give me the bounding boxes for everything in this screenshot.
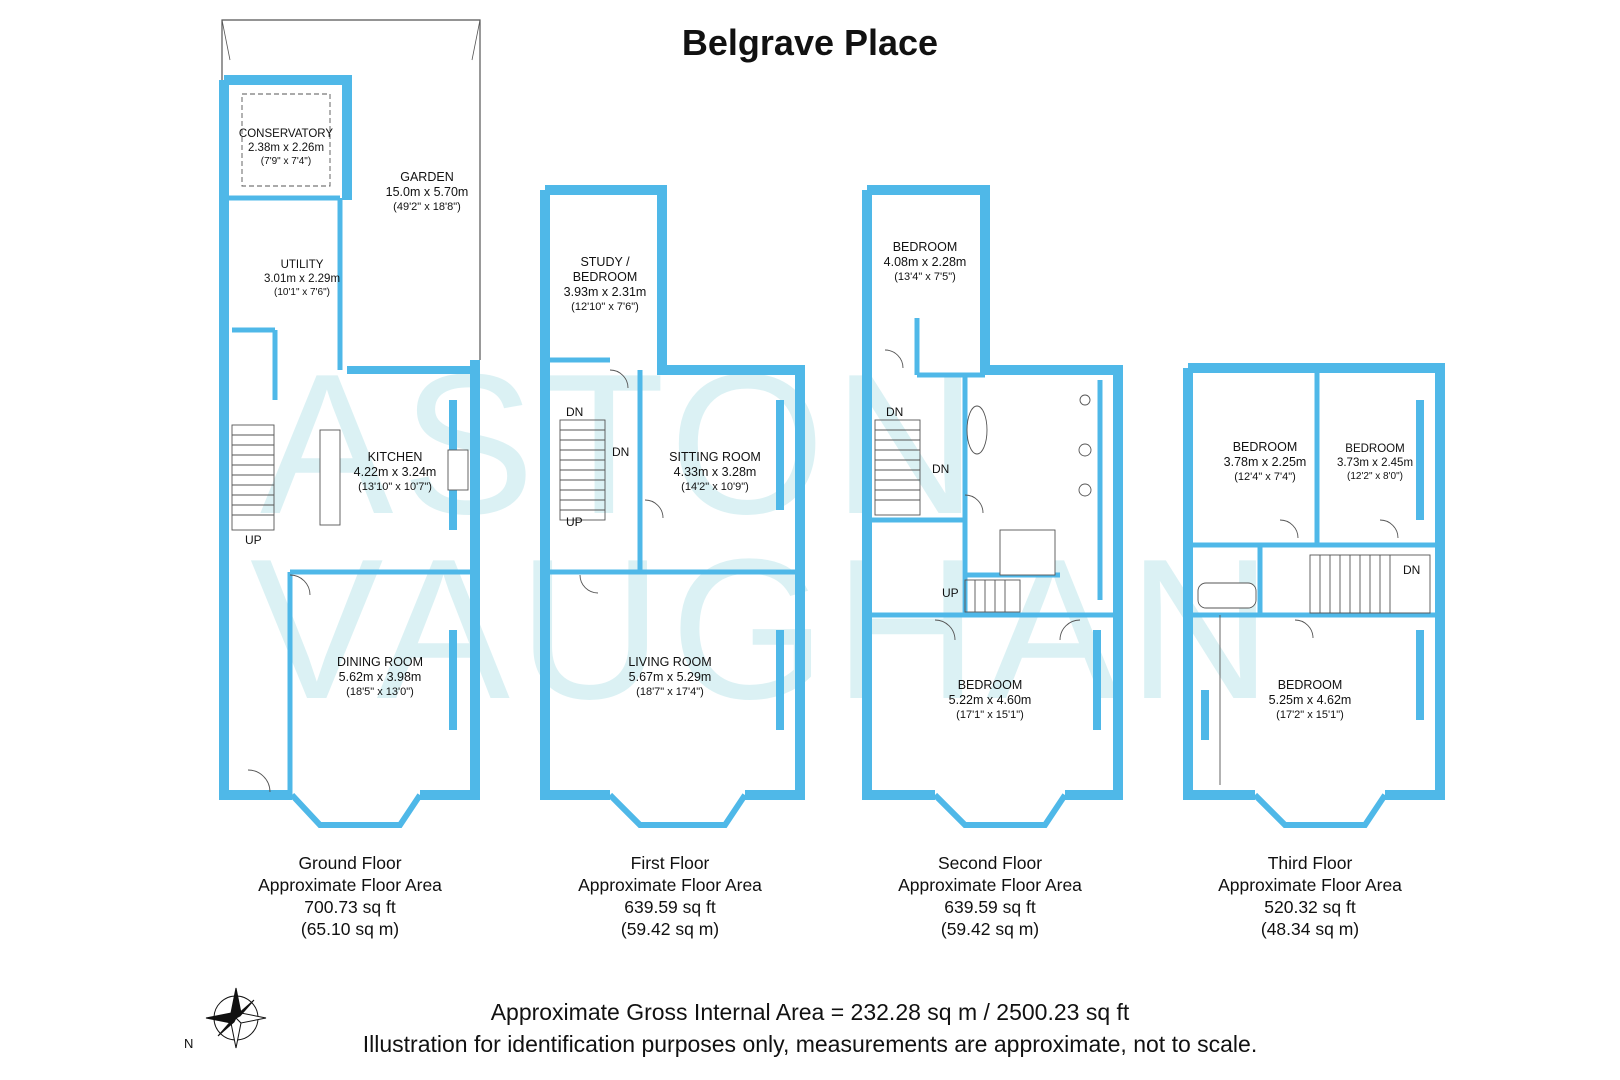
stair-up-second: UP xyxy=(942,586,959,600)
page-title: Belgrave Place xyxy=(681,22,939,63)
gross-area-text: Approximate Gross Internal Area = 232.28… xyxy=(490,999,1130,1025)
stair-dn-first-2: DN xyxy=(612,445,630,459)
stair-up-first: UP xyxy=(566,515,583,529)
disclaimer-text: Illustration for identification purposes… xyxy=(362,1031,1258,1057)
compass-north-label: N xyxy=(184,1036,194,1051)
stair-dn-second-1: DN xyxy=(886,405,904,419)
compass-icon xyxy=(205,987,267,1049)
stair-dn-first-1: DN xyxy=(566,405,584,419)
stair-dn-second-2: DN xyxy=(932,462,950,476)
stair-up-ground: UP xyxy=(245,533,262,547)
stair-dn-third: DN xyxy=(1403,563,1421,577)
